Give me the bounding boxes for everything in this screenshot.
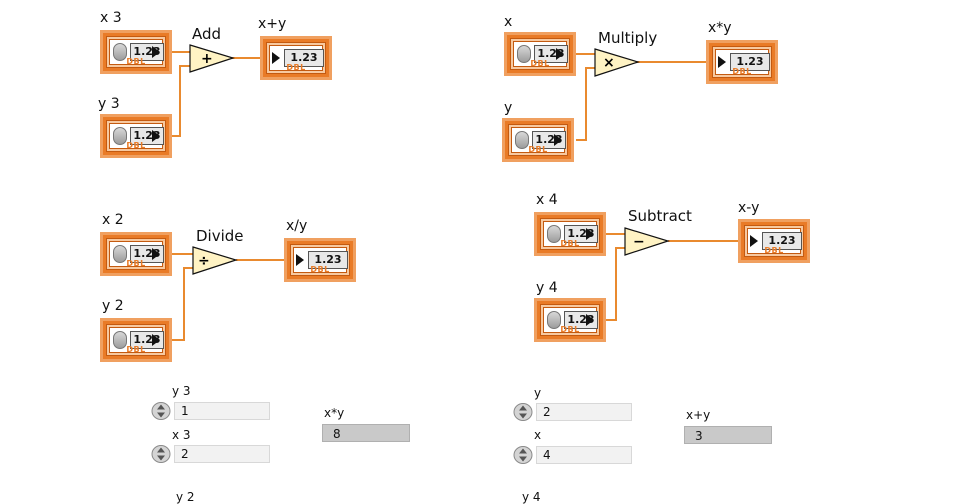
input-arrow-icon xyxy=(718,56,726,68)
spinner-icon xyxy=(517,45,531,63)
spinner-icon xyxy=(547,311,561,329)
subtract-symbol-icon: − xyxy=(633,234,645,250)
multiply-node-label: Multiply xyxy=(598,29,658,47)
multiply-input2-label: y xyxy=(504,100,513,116)
output-arrow-icon xyxy=(586,228,594,240)
add-input2-label: y 3 xyxy=(98,96,120,112)
subtract-input1-terminal[interactable]: 1.23 DBL xyxy=(534,212,606,256)
divide-input2-terminal[interactable]: 1.23 DBL xyxy=(100,318,172,362)
output-arrow-icon xyxy=(152,334,160,346)
fp-left-indicator-value: 8 xyxy=(322,424,410,442)
divide-node[interactable]: ÷ xyxy=(192,246,238,276)
subtract-input2-label: y 4 xyxy=(536,280,558,296)
divide-node-label: Divide xyxy=(196,227,244,245)
fp-left-control1-label: y 3 xyxy=(172,384,191,398)
output-arrow-icon xyxy=(554,134,562,146)
spinner-icon xyxy=(515,131,529,149)
multiply-node[interactable]: × xyxy=(594,48,640,78)
subtract-output-label: x-y xyxy=(738,200,760,216)
multiply-symbol-icon: × xyxy=(603,55,615,71)
spinner-icon xyxy=(113,331,127,349)
fp-right-control2[interactable]: 4 xyxy=(512,446,636,464)
multiply-input1-label: x xyxy=(504,14,513,30)
wire-subtract-in2[interactable] xyxy=(606,247,627,321)
multiply-input2-terminal[interactable]: 1.23 DBL xyxy=(502,118,574,162)
add-input1-terminal[interactable]: 1.23 DBL xyxy=(100,30,172,74)
fp-right-indicator-label: x+y xyxy=(686,408,711,422)
output-arrow-icon xyxy=(152,46,160,58)
add-node[interactable]: + xyxy=(189,44,235,74)
output-arrow-icon xyxy=(152,130,160,142)
fp-left-indicator-label: x*y xyxy=(324,406,345,420)
subtract-node[interactable]: − xyxy=(624,227,670,257)
subtract-input2-terminal[interactable]: 1.23 DBL xyxy=(534,298,606,342)
add-input1-label: x 3 xyxy=(100,10,122,26)
input-arrow-icon xyxy=(296,254,304,266)
multiply-input1-terminal[interactable]: 1.23 DBL xyxy=(504,32,576,76)
output-arrow-icon xyxy=(556,48,564,60)
divide-input1-terminal[interactable]: 1.23 DBL xyxy=(100,232,172,276)
subtract-output-terminal[interactable]: 1.23 DBL xyxy=(738,219,810,263)
increment-decrement-icon[interactable] xyxy=(150,402,172,420)
fp-left-control2[interactable]: 2 xyxy=(150,445,274,463)
fp-left-control1[interactable]: 1 xyxy=(150,402,274,420)
wire-divide-in2[interactable] xyxy=(172,267,195,341)
fp-left-control2-label: x 3 xyxy=(172,428,191,442)
divide-output-label: x/y xyxy=(286,218,308,234)
add-output-label: x+y xyxy=(258,16,287,32)
spinner-icon xyxy=(113,127,127,145)
add-input2-terminal[interactable]: 1.23 DBL xyxy=(100,114,172,158)
increment-decrement-icon[interactable] xyxy=(512,446,534,464)
wire-add-in2[interactable] xyxy=(172,65,192,137)
increment-decrement-icon[interactable] xyxy=(150,445,172,463)
divide-output-terminal[interactable]: 1.23 DBL xyxy=(284,238,356,282)
fp-right-control1[interactable]: 2 xyxy=(512,403,636,421)
fp-right-control1-value[interactable]: 2 xyxy=(536,403,632,421)
input-arrow-icon xyxy=(750,235,758,247)
multiply-output-terminal[interactable]: 1.23 DBL xyxy=(706,40,778,84)
fp-left-control1-value[interactable]: 1 xyxy=(174,402,270,420)
multiply-output-label: x*y xyxy=(708,20,732,36)
divide-input1-label: x 2 xyxy=(102,212,124,228)
output-arrow-icon xyxy=(152,248,160,260)
divide-symbol-icon: ÷ xyxy=(198,253,210,269)
spinner-icon xyxy=(113,43,127,61)
fp-right-control2-label: x xyxy=(534,428,542,442)
fp-left-control2-value[interactable]: 2 xyxy=(174,445,270,463)
fp-right-indicator-value: 3 xyxy=(684,426,772,444)
add-symbol-icon: + xyxy=(201,51,213,67)
wire-multiply-in2[interactable] xyxy=(576,67,597,141)
spinner-icon xyxy=(113,245,127,263)
divide-input2-label: y 2 xyxy=(102,298,124,314)
fp-right-control2-value[interactable]: 4 xyxy=(536,446,632,464)
fp-right-control1-label: y xyxy=(534,386,542,400)
input-arrow-icon xyxy=(272,52,280,64)
add-output-terminal[interactable]: 1.23 DBL xyxy=(260,36,332,80)
subtract-node-label: Subtract xyxy=(628,207,692,225)
increment-decrement-icon[interactable] xyxy=(512,403,534,421)
spinner-icon xyxy=(547,225,561,243)
fp-left-cut-label: y 2 xyxy=(176,490,195,504)
fp-right-cut-label: y 4 xyxy=(522,490,541,504)
output-arrow-icon xyxy=(586,314,594,326)
add-node-label: Add xyxy=(192,25,222,43)
subtract-input1-label: x 4 xyxy=(536,192,558,208)
